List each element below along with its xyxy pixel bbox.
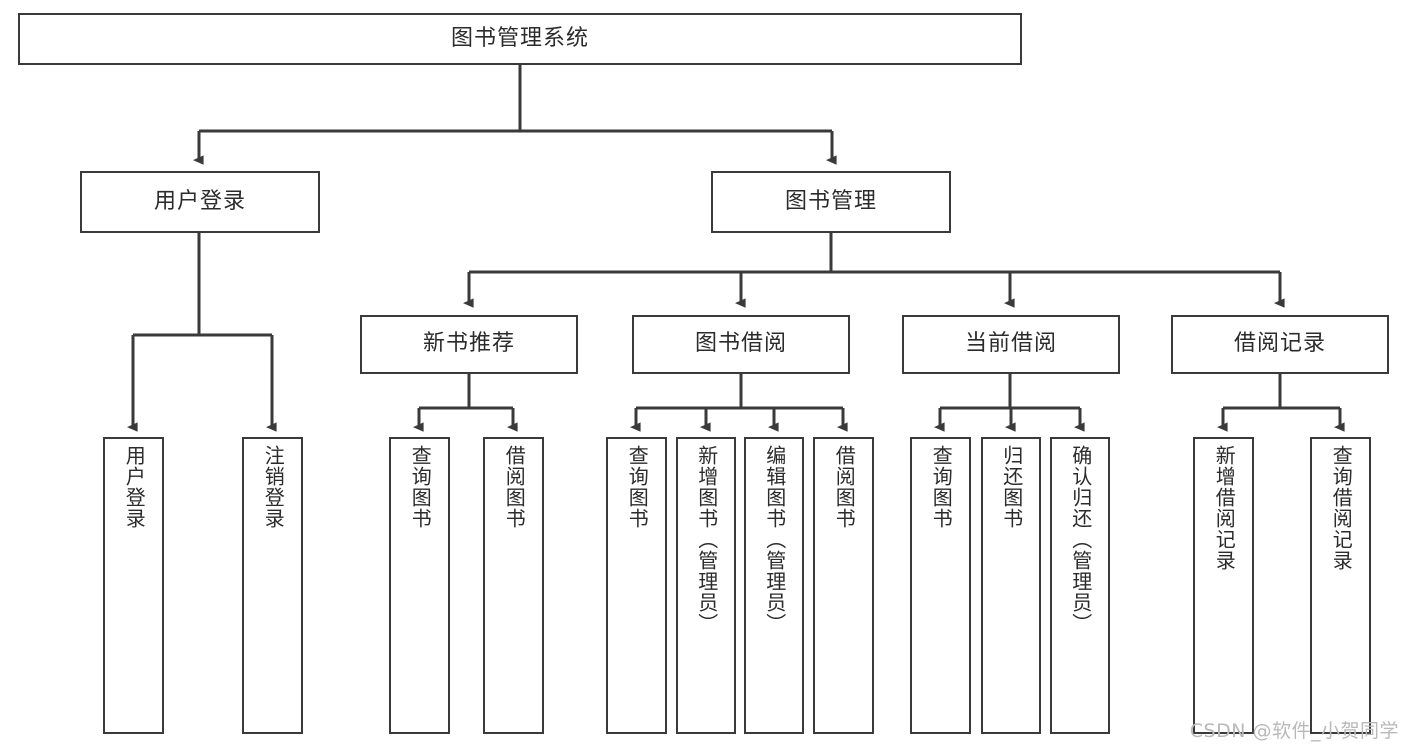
- node-label: 编辑图书（管理员）: [762, 445, 787, 634]
- node-label: 新书推荐: [422, 331, 515, 357]
- node-label: 查询图书: [929, 445, 954, 529]
- node-label: 新增图书（管理员）: [694, 445, 719, 634]
- watermark: CSDN @软件_小贺同学: [1189, 720, 1399, 742]
- leaf-user-login[interactable]: 用户登录: [103, 437, 164, 734]
- leaf-query-book-borrow[interactable]: 查询图书: [606, 437, 667, 734]
- leaf-query-book-current[interactable]: 查询图书: [910, 437, 971, 734]
- node-label: 借阅图书: [502, 445, 527, 529]
- leaf-logout-login[interactable]: 注销登录: [242, 437, 303, 734]
- node-user-login[interactable]: 用户登录: [80, 171, 320, 233]
- node-new-book-recommend[interactable]: 新书推荐: [360, 315, 578, 374]
- node-label: 查询借阅记录: [1329, 445, 1354, 571]
- node-label: 图书借阅: [694, 331, 787, 357]
- node-label: 归还图书: [999, 445, 1024, 529]
- leaf-query-borrow-record[interactable]: 查询借阅记录: [1310, 437, 1371, 734]
- node-book-management[interactable]: 图书管理: [711, 171, 951, 233]
- node-label: 用户登录: [122, 445, 147, 529]
- node-borrow-record[interactable]: 借阅记录: [1171, 315, 1389, 374]
- node-label: 图书管理: [784, 188, 877, 214]
- node-book-borrow[interactable]: 图书借阅: [632, 315, 850, 374]
- leaf-edit-book-admin[interactable]: 编辑图书（管理员）: [744, 437, 804, 734]
- leaf-add-book-admin[interactable]: 新增图书（管理员）: [676, 437, 736, 734]
- node-label: 图书管理系统: [450, 25, 589, 51]
- leaf-borrow-book-borrow[interactable]: 借阅图书: [813, 437, 874, 734]
- node-label: 查询图书: [408, 445, 433, 529]
- node-label: 当前借阅: [964, 331, 1057, 357]
- node-label: 用户登录: [153, 188, 246, 214]
- node-label: 查询图书: [625, 445, 650, 529]
- leaf-query-book-recommend[interactable]: 查询图书: [389, 437, 450, 734]
- node-label: 借阅记录: [1233, 331, 1326, 357]
- node-label: 确认归还（管理员）: [1068, 445, 1093, 634]
- leaf-confirm-return-admin[interactable]: 确认归还（管理员）: [1050, 437, 1110, 734]
- node-current-borrow[interactable]: 当前借阅: [902, 315, 1120, 374]
- node-label: 注销登录: [261, 445, 286, 529]
- leaf-return-book[interactable]: 归还图书: [981, 437, 1041, 734]
- node-label: 借阅图书: [832, 445, 857, 529]
- node-root-book-management-system[interactable]: 图书管理系统: [18, 13, 1022, 65]
- leaf-borrow-book-recommend[interactable]: 借阅图书: [483, 437, 544, 734]
- node-label: 新增借阅记录: [1212, 445, 1237, 571]
- leaf-add-borrow-record[interactable]: 新增借阅记录: [1193, 437, 1254, 734]
